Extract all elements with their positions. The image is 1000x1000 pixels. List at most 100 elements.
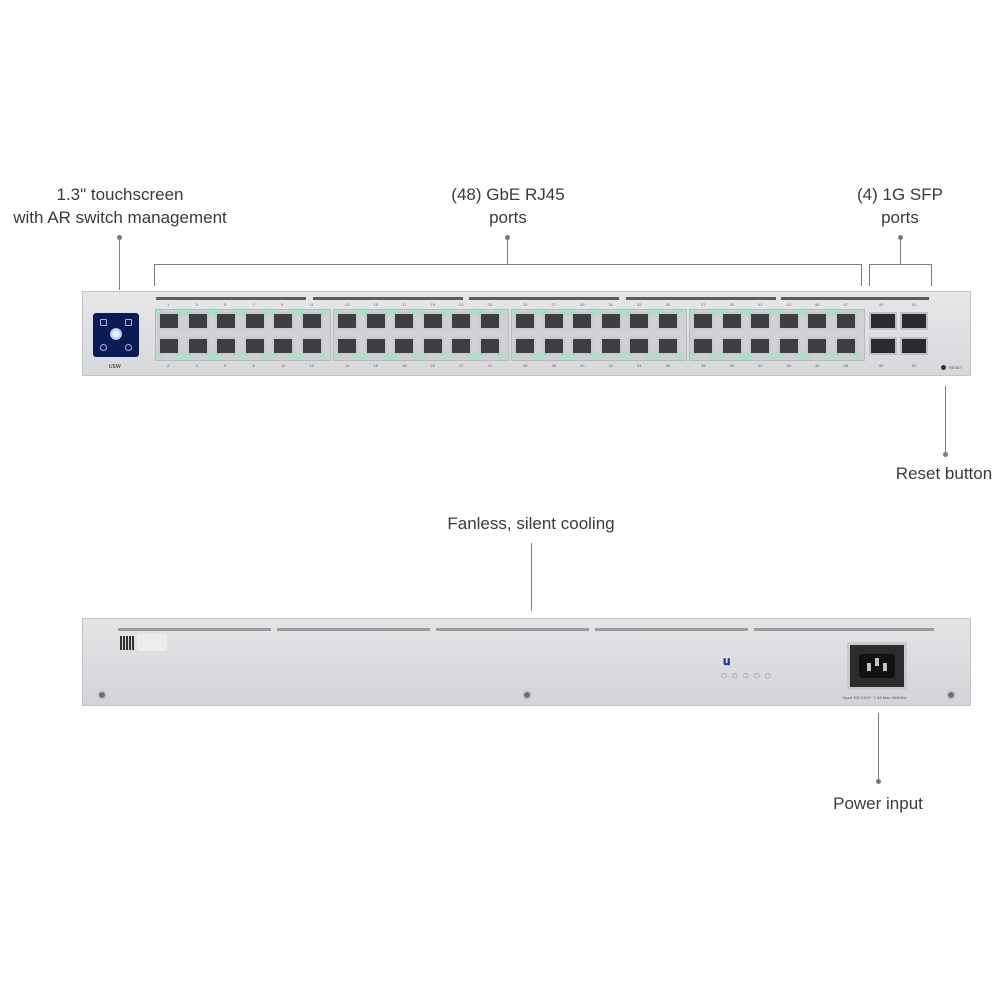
port-led — [441, 355, 445, 357]
rj45-port[interactable] — [599, 337, 622, 355]
sfp-port[interactable] — [869, 337, 897, 355]
rj45-port[interactable] — [243, 337, 266, 355]
touchscreen-center-glow — [110, 328, 122, 340]
rj45-port[interactable] — [186, 337, 209, 355]
rj45-port[interactable] — [158, 312, 180, 330]
rj45-port[interactable] — [599, 312, 622, 330]
port-led — [513, 355, 516, 357]
sfp-port[interactable] — [900, 337, 928, 355]
vent-slot — [277, 628, 430, 631]
port-number: 34 — [637, 363, 642, 368]
rj45-port[interactable] — [571, 312, 593, 330]
rj45-port[interactable] — [628, 312, 650, 330]
port-number: 12 — [309, 363, 314, 368]
rj45-port[interactable] — [656, 337, 679, 355]
port-bar — [469, 297, 619, 300]
rj45-port[interactable] — [478, 337, 501, 355]
port-number: 18 — [402, 363, 407, 368]
port-number: 27 — [551, 302, 556, 307]
rj45-port[interactable] — [421, 312, 444, 330]
rj45-port[interactable] — [628, 337, 650, 355]
port-led — [413, 355, 416, 357]
rj45-port[interactable] — [777, 337, 800, 355]
port-led — [748, 355, 751, 357]
rj45-port[interactable] — [720, 337, 743, 355]
vent-slot — [754, 628, 934, 631]
rj45-port[interactable] — [656, 312, 679, 330]
rj45-port[interactable] — [542, 312, 565, 330]
port-led — [776, 355, 780, 357]
port-led — [719, 355, 723, 357]
port-bar — [781, 297, 929, 300]
callout-touchscreen-line1: 1.3" touchscreen — [56, 185, 184, 204]
port-led — [335, 355, 338, 357]
port-led — [498, 310, 502, 312]
rj45-port[interactable] — [300, 312, 323, 330]
touchscreen[interactable] — [93, 313, 139, 357]
port-led — [797, 355, 801, 357]
rj45-port[interactable] — [393, 337, 415, 355]
rj45-port[interactable] — [542, 337, 565, 355]
switch-rear-panel: 𝐮 ◯ ◯ ◯ ◯ ◯ Input 100-240V~ 1.5A Max 50/… — [82, 618, 971, 706]
rj45-port[interactable] — [514, 337, 536, 355]
port-number: 11 — [309, 302, 314, 307]
port-bar — [626, 297, 776, 300]
rj45-port[interactable] — [450, 312, 472, 330]
rj45-port[interactable] — [215, 312, 237, 330]
port-led — [178, 310, 181, 312]
sfp-port[interactable] — [900, 312, 928, 330]
port-led — [854, 310, 858, 312]
port-led — [420, 310, 424, 312]
rj45-port[interactable] — [393, 312, 415, 330]
rj45-port[interactable] — [692, 337, 714, 355]
rj45-port[interactable] — [806, 312, 828, 330]
rj45-port[interactable] — [478, 312, 501, 330]
rj45-port[interactable] — [450, 337, 472, 355]
rj45-port[interactable] — [336, 312, 358, 330]
rj45-port[interactable] — [834, 312, 857, 330]
rj45-port[interactable] — [186, 312, 209, 330]
power-socket-icon[interactable] — [847, 642, 907, 690]
rj45-port[interactable] — [692, 312, 714, 330]
port-led — [242, 310, 246, 312]
port-led — [655, 310, 659, 312]
rj45-port[interactable] — [300, 337, 323, 355]
rj45-port[interactable] — [243, 312, 266, 330]
port-led — [740, 355, 744, 357]
reset-button[interactable] — [941, 365, 946, 370]
port-number: 21 — [459, 302, 464, 307]
rj45-port[interactable] — [364, 312, 387, 330]
port-number: 46 — [815, 363, 820, 368]
rj45-port[interactable] — [336, 337, 358, 355]
rj45-port[interactable] — [720, 312, 743, 330]
rj45-port[interactable] — [571, 337, 593, 355]
port-number: 9 — [281, 302, 284, 307]
vent-slot — [436, 628, 589, 631]
port-led — [740, 310, 744, 312]
port-led — [214, 310, 217, 312]
port-number: 47 — [843, 302, 848, 307]
rj45-port[interactable] — [421, 337, 444, 355]
port-led — [748, 310, 751, 312]
rj45-port[interactable] — [272, 312, 294, 330]
rj45-port[interactable] — [749, 337, 771, 355]
rj45-port[interactable] — [806, 337, 828, 355]
port-led — [392, 355, 395, 357]
rj45-port[interactable] — [514, 312, 536, 330]
sfp-bracket-left — [869, 264, 870, 286]
port-led — [214, 355, 217, 357]
port-number: 7 — [252, 302, 255, 307]
port-number: 6 — [224, 363, 227, 368]
port-led — [534, 310, 537, 312]
rj45-port[interactable] — [364, 337, 387, 355]
rj45-port[interactable] — [158, 337, 180, 355]
port-led — [206, 355, 210, 357]
rj45-port[interactable] — [777, 312, 800, 330]
sfp-port[interactable] — [869, 312, 897, 330]
rj45-port[interactable] — [272, 337, 294, 355]
rj45-port[interactable] — [215, 337, 237, 355]
certification-marks: ◯ ◯ ◯ ◯ ◯ — [721, 673, 773, 679]
rj45-port[interactable] — [749, 312, 771, 330]
port-number: 43 — [786, 302, 791, 307]
rj45-port[interactable] — [834, 337, 857, 355]
